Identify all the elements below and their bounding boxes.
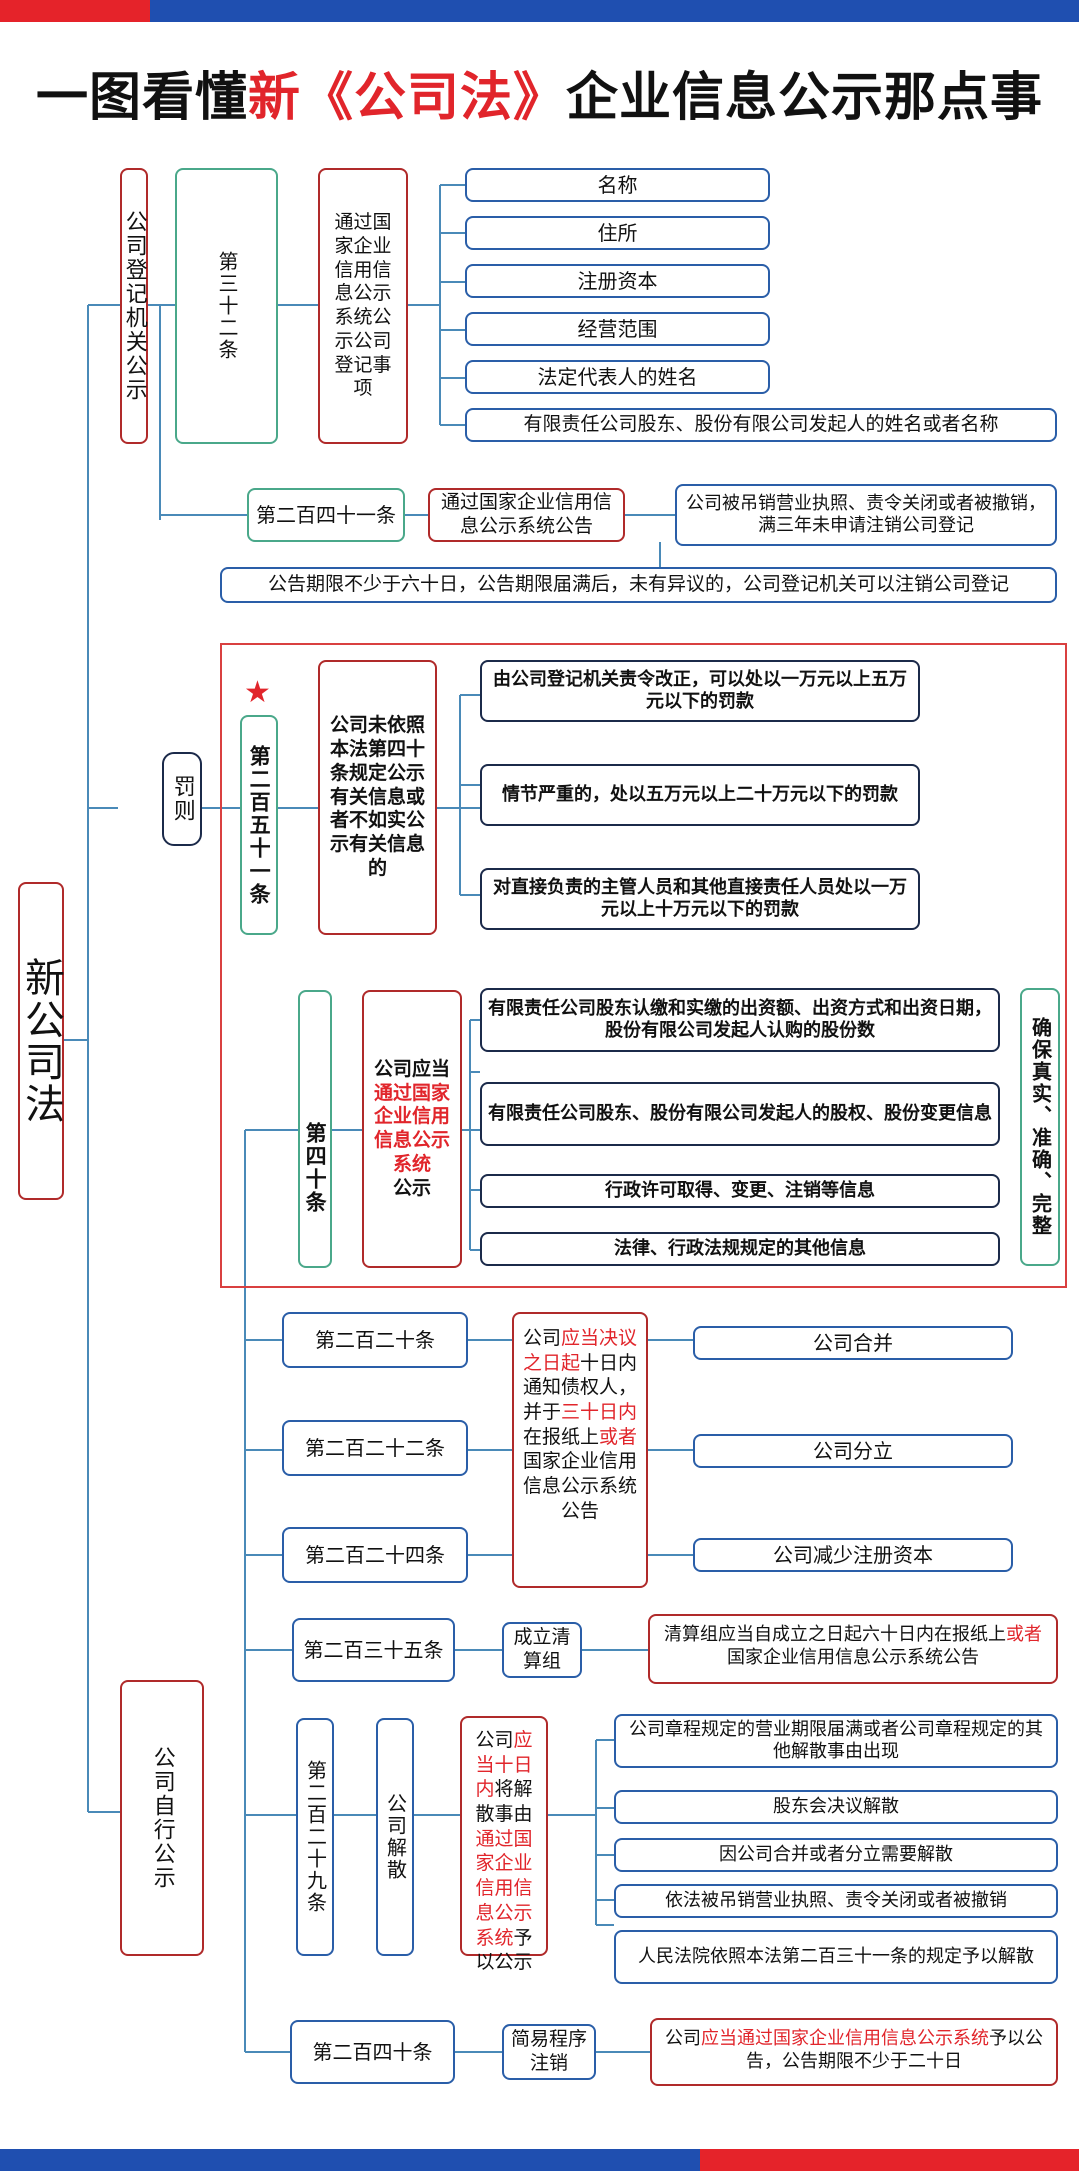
art32-item-shareholders: 有限责任公司股东、股份有限公司发起人的姓名或者名称 [465, 408, 1057, 442]
text-run: 清算组应当自成立之日起六十日内在报纸上 [664, 1624, 1006, 1645]
art229-item-shareholder-resolution: 股东会决议解散 [614, 1790, 1058, 1824]
article-235-label: 第二百三十五条 [292, 1618, 455, 1682]
article-251-label: 第二百五十一条 [240, 715, 278, 935]
article-229-dissolution: 公司解散 [376, 1718, 414, 1956]
text-run: 通过国家企业信用信息公示系统 [475, 1827, 533, 1949]
art40-item-equity-change: 有限责任公司股东、股份有限公司发起人的股权、股份变更信息 [480, 1082, 1000, 1146]
article-235-notice: 清算组应当自成立之日起六十日内在报纸上或者国家企业信用信息公示系统公告 [648, 1614, 1058, 1684]
star-icon: ★ [244, 675, 271, 710]
art40-requirement: 确保真实、准确、完整 [1020, 988, 1060, 1266]
text-run: 公司 [665, 2028, 701, 2049]
text-run: 应当决议之日起 [522, 1327, 638, 1374]
art229-item-term-expiry: 公司章程规定的营业期限届满或者公司章程规定的其他解散事由出现 [614, 1714, 1058, 1768]
article-235-liquidation-group: 成立清算组 [502, 1622, 582, 1678]
text-run: 或者 [599, 1425, 638, 1448]
article-40-label: 第四十条 [298, 990, 332, 1268]
text-run: 国家企业信用信息公示系统公告 [522, 1450, 637, 1522]
text-run: 予以公告，公告期限不少于二十日 [746, 2028, 1043, 2072]
text-run: 在报纸上 [522, 1425, 599, 1448]
text-run: 十日内通知债权人，并于 [522, 1351, 638, 1424]
art222-item-division: 公司分立 [693, 1434, 1013, 1468]
art32-item-scope: 经营范围 [465, 312, 770, 346]
art251-penalty-personnel: 对直接负责的主管人员和其他直接责任人员处以一万元以上十万元以下的罚款 [480, 868, 920, 930]
article-220-description: 公司应当决议之日起十日内通知债权人，并于三十日内在报纸上或者国家企业信用信息公示… [512, 1312, 648, 1588]
art40-item-capital-contribution: 有限责任公司股东认缴和实缴的出资额、出资方式和出资日期，股份有限公司发起人认购的… [480, 988, 1000, 1052]
text-run: 应当通过国家企业信用信息公示系统 [701, 2028, 989, 2049]
art32-item-capital: 注册资本 [465, 264, 770, 298]
article-32-description: 通过国家企业信用信息公示系统公示公司登记事项 [318, 168, 408, 444]
bottom-band [0, 2149, 1079, 2171]
article-241-label: 第二百四十一条 [247, 488, 405, 542]
art229-item-merger-division: 因公司合并或者分立需要解散 [614, 1838, 1058, 1872]
art220-item-merger: 公司合并 [693, 1326, 1013, 1360]
section-penalty: 罚则 [162, 752, 202, 846]
article-229-description: 公司应当十日内将解散事由通过国家企业信用信息公示系统予以公示 [460, 1716, 548, 1973]
text-run: 公司 [522, 1327, 561, 1349]
text-run: 予以公示 [475, 1926, 533, 1974]
section-self-publicity: 公司自行公示 [120, 1680, 204, 1956]
article-241-notice-period: 公告期限不少于六十日，公告期限届满后，未有异议的，公司登记机关可以注销公司登记 [220, 567, 1057, 603]
article-40-description: 公司应当通过国家企业信用信息公示系统公示 [362, 990, 462, 1268]
article-222-label: 第二百二十二条 [282, 1420, 468, 1476]
art40-item-licenses: 行政许可取得、变更、注销等信息 [480, 1174, 1000, 1208]
root-node: 新公司法 [18, 882, 64, 1200]
article-220-label: 第二百二十条 [282, 1312, 468, 1368]
article-240-notice: 公司应当通过国家企业信用信息公示系统予以公告，公告期限不少于二十日 [650, 2018, 1058, 2086]
art229-item-court: 人民法院依照本法第二百三十一条的规定予以解散 [614, 1930, 1058, 1984]
art251-penalty-serious: 情节严重的，处以五万元以上二十万元以下的罚款 [480, 764, 920, 826]
article-32-label: 第三十二条 [175, 168, 278, 444]
article-240-label: 第二百四十条 [290, 2020, 455, 2084]
text-run: 三十日内 [561, 1401, 638, 1424]
article-251-description: 公司未依照本法第四十条规定公示有关信息或者不如实公示有关信息的 [318, 660, 437, 935]
article-229-label: 第二百二十九条 [296, 1718, 334, 1956]
section-registry-publicity: 公司登记机关公示 [120, 168, 148, 444]
art40-item-other: 法律、行政法规规定的其他信息 [480, 1232, 1000, 1266]
art32-item-legal-rep: 法定代表人的姓名 [465, 360, 770, 394]
article-240-simplified-deregistration: 简易程序注销 [502, 2024, 596, 2080]
art32-item-address: 住所 [465, 216, 770, 250]
text-run: 应当十日内 [475, 1729, 533, 1801]
art251-penalty-correction: 由公司登记机关责令改正，可以处以一万元以上五万元以下的罚款 [480, 660, 920, 722]
key-articles-frame [220, 643, 1067, 1288]
top-band [0, 0, 1079, 22]
page-title: 一图看懂新《公司法》企业信息公示那点事 [35, 68, 1044, 128]
art224-item-capital-reduction: 公司减少注册资本 [693, 1538, 1013, 1572]
text-run: 公司 [475, 1729, 514, 1751]
article-224-label: 第二百二十四条 [282, 1527, 468, 1583]
article-241-publicity: 通过国家企业信用信息公示系统公告 [428, 488, 625, 542]
text-run: 国家企业信用信息公示系统公告 [727, 1646, 979, 1668]
text-run: 或者 [1006, 1624, 1042, 1645]
art229-item-revoked: 依法被吊销营业执照、责令关闭或者被撤销 [614, 1884, 1058, 1918]
article-241-condition: 公司被吊销营业执照、责令关闭或者被撤销，满三年未申请注销公司登记 [675, 484, 1057, 546]
art32-item-name: 名称 [465, 168, 770, 202]
text-run: 将解散事由 [475, 1778, 533, 1826]
